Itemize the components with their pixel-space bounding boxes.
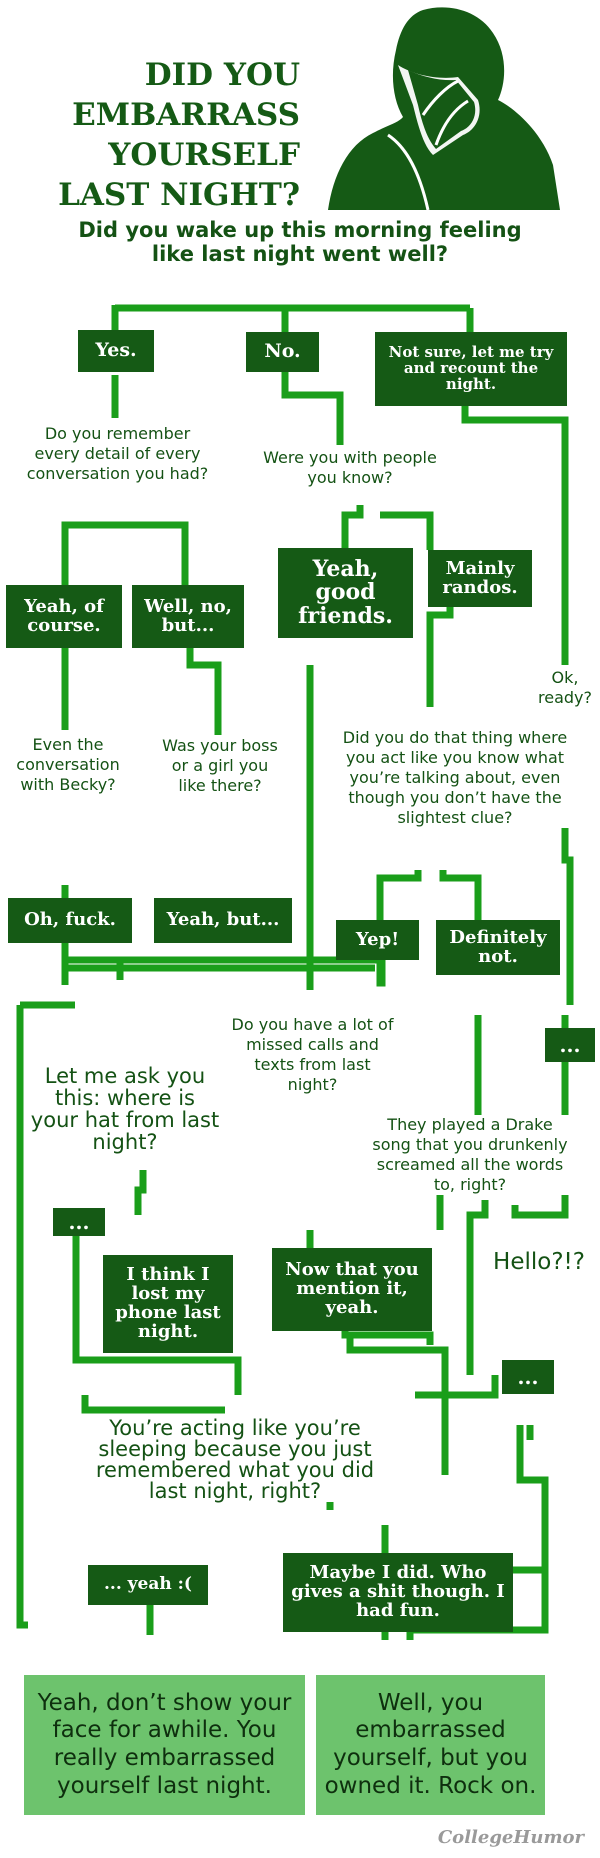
answer-yeah-of-course: Yeah, of course. [6,585,122,648]
answer-now-that-you-mention: Now that you mention it, yeah. [272,1248,432,1331]
question-act-like-know: Did you do that thing where you act like… [340,728,570,828]
question-ok-ready: Ok, ready? [530,668,600,708]
answer-mainly-randos: Mainly randos. [428,550,532,607]
result-embarrassed: Yeah, don’t show your face for awhile. Y… [24,1675,305,1815]
page-title: DID YOU EMBARRASS YOURSELF LAST NIGHT? [58,57,300,213]
connector [281,365,344,445]
answer-well-no-but: Well, no, but... [132,585,244,648]
connector [72,1215,242,1395]
connector [426,605,454,707]
result-owned-it: Well, you embarrassed yourself, but you … [316,1675,545,1815]
answer-dots-right: ... [545,1028,595,1062]
answer-yep: Yep! [336,920,419,960]
connector [81,1375,499,1414]
connector [16,1001,75,1629]
connector [65,948,386,987]
question-becky: Even the conversation with Becky? [8,735,128,795]
question-boss: Was your boss or a girl you like there? [160,736,280,796]
answer-dots-middle: ... [502,1360,554,1394]
question-sleeping: You’re acting like you’re sleeping becau… [80,1418,390,1502]
answer-maybe-i-did: Maybe I did. Who gives a shit though. I … [283,1553,513,1632]
answer-yes: Yes. [78,330,154,372]
answer-dots-left: ... [53,1208,105,1236]
connector [341,505,434,550]
connector [461,395,569,665]
connector [134,1170,147,1215]
answer-definitely-not: Definitely not. [436,920,560,975]
answer-no: No. [246,332,319,372]
question-remember-details: Do you remember every detail of every co… [25,424,210,484]
connector [376,870,482,938]
start-question: Did you wake up this morning feeling lik… [70,218,530,267]
connector [61,521,189,585]
question-hat: Let me ask you this: where is your hat f… [30,1064,220,1155]
question-hello: Hello?!? [482,1248,596,1277]
answer-yeah-sad: ... yeah :( [88,1565,208,1605]
answer-oh-fuck: Oh, fuck. [8,898,132,943]
connector [466,1200,489,1375]
question-with-people: Were you with people you know? [250,448,450,488]
question-drake: They played a Drake song that you drunke… [370,1115,570,1195]
connector [346,1335,449,1475]
question-missed-calls: Do you have a lot of missed calls and te… [230,1015,395,1095]
answer-lost-phone: I think I lost my phone last night. [103,1255,233,1353]
answer-yeah-but: Yeah, but... [154,898,292,943]
answer-yeah-good-friends: Yeah, good friends. [278,548,413,638]
answer-not-sure: Not sure, let me try and recount the nig… [375,332,567,406]
connector [111,304,474,338]
collegehumor-logo: CollegeHumor [437,1827,584,1848]
facepalm-figure-icon [328,7,560,210]
